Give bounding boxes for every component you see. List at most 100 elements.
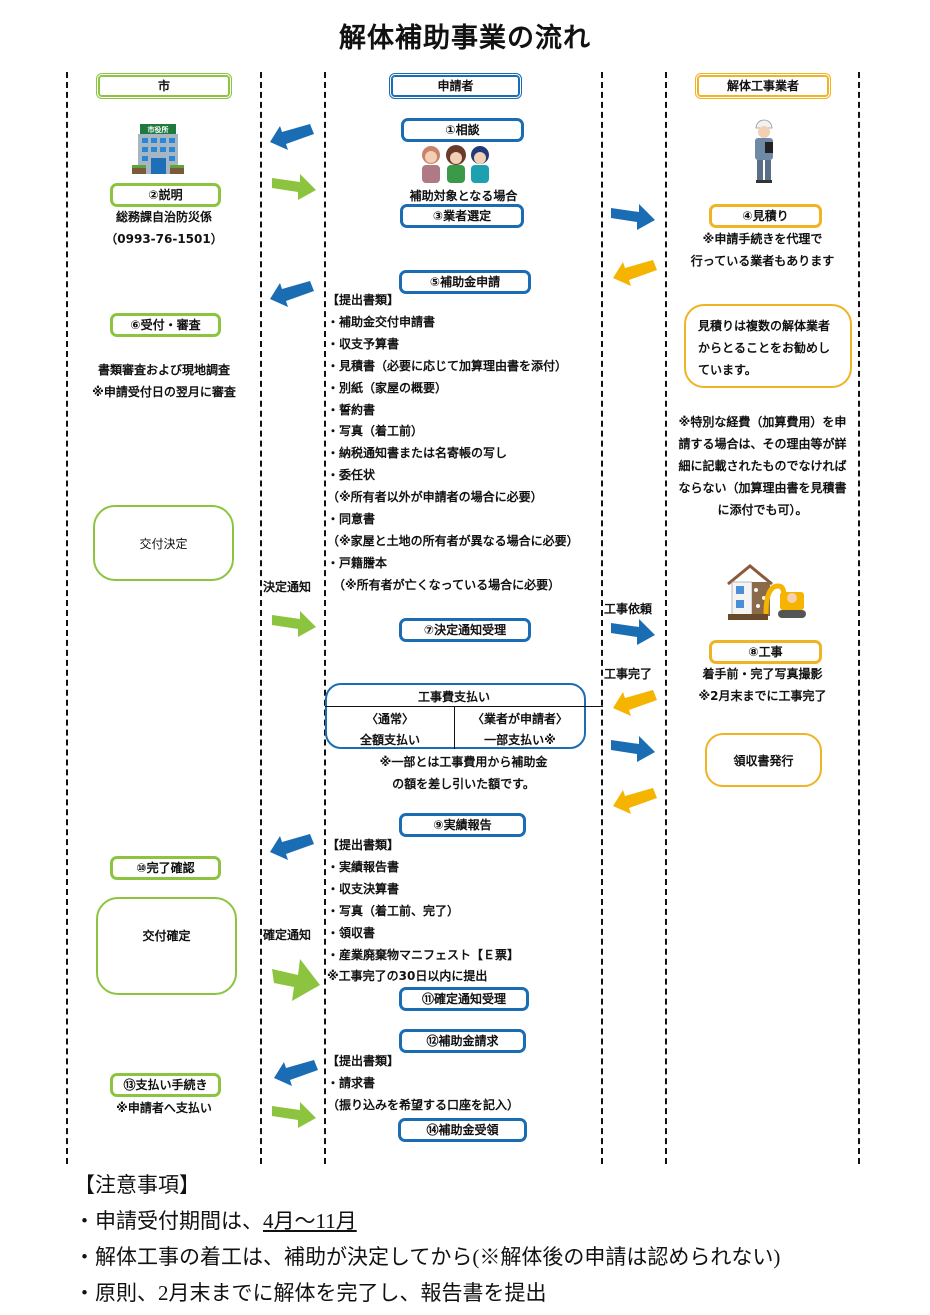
label-work-complete: 工事完了 bbox=[604, 667, 653, 681]
special-cost-line: 請する場合は、その理由等が詳 bbox=[678, 436, 847, 451]
payment-normal-value: 全額支払い bbox=[359, 733, 420, 747]
arrow-right-blue-icon bbox=[611, 619, 655, 645]
document-item: ・領収書 bbox=[327, 925, 376, 940]
lane-header-contractor: 解体工事業者 bbox=[695, 73, 831, 99]
arrow-left-yellow-icon bbox=[613, 690, 657, 716]
grant-confirmation-label: 交付確定 bbox=[142, 929, 191, 943]
note-item: ・申請受付期間は、4月～11月 bbox=[74, 1203, 780, 1239]
document-item: ※工事完了の30日以内に提出 bbox=[327, 969, 488, 984]
note-item-text: ・申請受付期間は、 bbox=[74, 1209, 263, 1233]
advice-line: からとることをお勧めし bbox=[698, 340, 831, 355]
lane-divider bbox=[665, 72, 667, 1164]
document-item: ・実績報告書 bbox=[327, 859, 400, 874]
payment-table-divider bbox=[325, 706, 603, 707]
step-14-grant-received: ⑭補助金受領 bbox=[398, 1118, 527, 1142]
receipt-issue-box: 領収書発行 bbox=[705, 733, 822, 787]
photo-note: 着手前・完了写真撮影 bbox=[702, 667, 823, 681]
step-1-consultation: ①相談 bbox=[401, 118, 524, 142]
advice-line: ています。 bbox=[698, 362, 757, 377]
document-item: ・収支決算書 bbox=[327, 881, 400, 896]
lane-divider bbox=[260, 72, 262, 1164]
lane-header-city: 市 bbox=[96, 73, 232, 99]
grant-decision-box: 交付決定 bbox=[93, 505, 234, 581]
dept-phone: （0993-76-1501） bbox=[105, 232, 223, 246]
application-document-list: 【提出書類】 ・補助金交付申請書 ・収支予算書 ・見積書（必要に応じて加算理由書… bbox=[327, 290, 579, 597]
arrow-right-green-icon bbox=[272, 959, 320, 1001]
document-item: ・納税通知書または名寄帳の写し bbox=[327, 446, 508, 461]
eligibility-condition: 補助対象となる場合 bbox=[409, 189, 518, 203]
review-note: ※申請受付日の翌月に審査 bbox=[92, 385, 236, 399]
document-item: 【提出書類】 bbox=[327, 293, 400, 307]
step-11-receive-confirmation: ⑪確定通知受理 bbox=[399, 987, 529, 1011]
step-8-construction: ⑧工事 bbox=[709, 640, 822, 664]
document-item: ・請求書 bbox=[327, 1075, 376, 1090]
document-item: ・写真（着工前） bbox=[327, 424, 424, 439]
label-decision-notice: 決定通知 bbox=[263, 580, 312, 594]
step-9-performance-report: ⑨実績報告 bbox=[399, 813, 526, 837]
special-cost-line: ならない（加算理由書を見積書 bbox=[678, 480, 847, 495]
note-item: ・原則、2月末までに解体を完了し、報告書を提出 bbox=[74, 1281, 547, 1305]
advice-line: 見積りは複数の解体業者 bbox=[698, 319, 831, 333]
payment-normal-header: 〈通常〉 bbox=[365, 712, 414, 726]
advice-text: 見積りは複数の解体業者 からとることをお勧めし ています。 bbox=[698, 316, 830, 382]
document-item: （※所有者が亡くなっている場合に必要） bbox=[327, 577, 561, 592]
review-text: 書類審査および現地調査 bbox=[97, 363, 230, 377]
people-consulting-icon bbox=[422, 145, 489, 183]
demolition-excavator-icon bbox=[727, 564, 806, 620]
note-item: ・解体工事の着工は、補助が決定してから(※解体後の申請は認められない) bbox=[74, 1245, 781, 1269]
city-hall-sign: 市役所 bbox=[148, 125, 169, 134]
lane-header-applicant: 申請者 bbox=[389, 73, 522, 99]
arrow-right-green-icon bbox=[272, 611, 316, 637]
document-item: 【提出書類】 bbox=[327, 1054, 400, 1068]
lane-divider bbox=[858, 72, 860, 1164]
page-title: 解体補助事業の流れ bbox=[339, 23, 591, 54]
arrow-right-blue-icon bbox=[611, 204, 655, 230]
proxy-note-line1: ※申請手続きを代理で bbox=[702, 232, 823, 246]
label-confirm-notice: 確定通知 bbox=[263, 928, 312, 942]
document-item: ・委任状 bbox=[327, 468, 376, 483]
document-item: ・収支予算書 bbox=[327, 336, 400, 351]
step-12-grant-claim: ⑫補助金請求 bbox=[399, 1029, 526, 1053]
document-item: （振り込みを希望する口座を記入） bbox=[327, 1097, 520, 1112]
document-item: ・補助金交付申請書 bbox=[327, 314, 436, 329]
step-6-review: ⑥受付・審査 bbox=[110, 313, 221, 337]
arrow-left-yellow-icon bbox=[613, 788, 657, 814]
special-cost-line: ※特別な経費（加算費用）を申 bbox=[678, 415, 847, 429]
multiple-quotes-advice-box: 見積りは複数の解体業者 からとることをお勧めし ています。 bbox=[684, 304, 852, 388]
step-4-estimate: ④見積り bbox=[709, 204, 822, 228]
step-5-grant-application: ⑤補助金申請 bbox=[399, 270, 531, 294]
step-7-receive-decision: ⑦決定通知受理 bbox=[399, 618, 531, 642]
document-item: ・別紙（家屋の概要） bbox=[327, 380, 448, 395]
arrow-left-blue-icon bbox=[270, 834, 314, 860]
report-document-list: 【提出書類】 ・実績報告書 ・収支決算書 ・写真（着工前、完了） ・領収書 ・産… bbox=[327, 835, 519, 988]
payment-agent-header: 〈業者が申請者〉 bbox=[471, 712, 568, 726]
payment-note: ※申請者へ支払い bbox=[116, 1101, 212, 1115]
special-cost-line: に添付でも可）。 bbox=[717, 502, 808, 517]
city-hall-icon: 市役所 bbox=[132, 124, 184, 174]
arrow-right-green-icon bbox=[272, 1102, 316, 1128]
payment-table-divider bbox=[454, 706, 455, 749]
label-work-request: 工事依頼 bbox=[604, 602, 653, 616]
payment-footnote-line1: ※一部とは工事費用から補助金 bbox=[379, 755, 548, 769]
document-item: ・同意書 bbox=[327, 512, 376, 527]
step-3-select-contractor: ③業者選定 bbox=[400, 204, 524, 228]
special-cost-note: ※特別な経費（加算費用）を申 請する場合は、その理由等が詳 細に記載されたもので… bbox=[667, 412, 858, 522]
lane-divider bbox=[66, 72, 68, 1164]
arrow-left-blue-icon bbox=[270, 281, 314, 307]
deadline-note: ※2月末までに工事完了 bbox=[698, 689, 827, 703]
document-item: （※所有者以外が申請者の場合に必要） bbox=[327, 490, 543, 505]
notes-heading: 【注意事項】 bbox=[74, 1173, 200, 1197]
arrow-right-blue-icon bbox=[611, 736, 655, 762]
payment-title: 工事費支払い bbox=[417, 690, 490, 704]
payment-table bbox=[325, 683, 586, 749]
lane-divider bbox=[324, 72, 326, 1164]
document-item: （※家屋と土地の所有者が異なる場合に必要） bbox=[327, 533, 579, 548]
dept-name: 総務課自治防災係 bbox=[115, 210, 212, 224]
step-2-explanation: ②説明 bbox=[110, 183, 221, 207]
document-item: ・誓約書 bbox=[327, 402, 376, 417]
proxy-note-line2: 行っている業者もあります bbox=[690, 254, 835, 268]
document-item: 【提出書類】 bbox=[327, 838, 400, 852]
payment-footnote-line2: の額を差し引いた額です。 bbox=[392, 777, 535, 791]
notes-section: 【注意事項】 ・申請受付期間は、4月～11月 ・解体工事の着工は、補助が決定して… bbox=[74, 1167, 780, 1311]
receipt-issue-label: 領収書発行 bbox=[733, 753, 794, 768]
